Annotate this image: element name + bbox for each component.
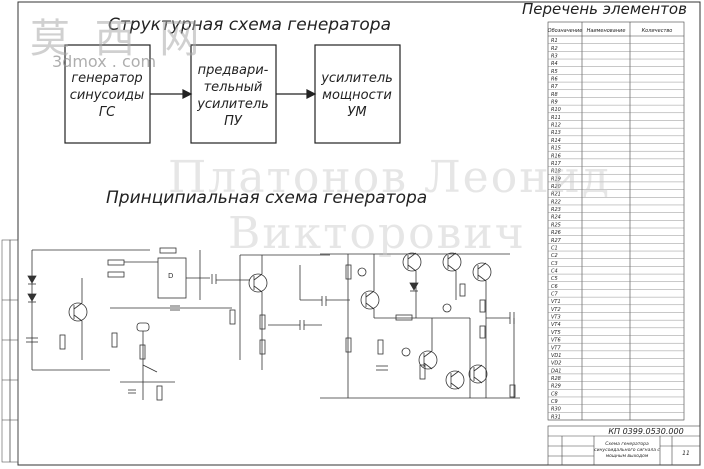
structural-title: Структурная схема генератора [108,15,391,35]
table-row: VT6 [551,338,561,344]
elements-table-headers: Обозначение Наименование Количество [548,28,673,34]
table-row: C5 [551,276,558,282]
table-row: R7 [551,84,558,90]
svg-text:генератор: генератор [71,71,142,86]
table-row: R28 [551,376,561,382]
table-row: R4 [551,61,558,67]
svg-text:УМ: УМ [347,105,366,120]
elements-list-title: Перечень элементов [522,0,687,18]
table-row: R9 [551,100,558,106]
svg-text:ПУ: ПУ [224,114,243,129]
table-row: VT4 [551,322,561,328]
title-block-sheet: 11 [682,450,690,457]
title-block [547,425,701,466]
table-row: R8 [551,92,558,98]
table-row: R18 [551,169,561,175]
svg-text:D: D [168,272,173,280]
table-row: R11 [551,115,561,121]
table-row: R17 [551,161,562,167]
table-row: R15 [551,146,561,152]
elements-table-rows: R1R2R3R4R5R6R7R8R9R10R11R12R13R14R15R16R… [548,38,684,420]
table-row: C4 [551,268,558,274]
svg-text:мощности: мощности [322,88,392,103]
svg-text:Наименование: Наименование [587,28,626,34]
block-arrows [150,89,317,99]
svg-text:синусоиды: синусоиды [70,88,145,103]
table-row: R12 [551,123,561,129]
svg-text:Количество: Количество [642,28,673,34]
table-row: C8 [551,391,558,397]
table-row: DA1 [551,368,561,374]
table-row: R26 [551,230,561,236]
svg-text:тельный: тельный [204,80,263,95]
table-row: C7 [551,292,558,298]
table-row: R24 [551,215,561,221]
table-row: VT2 [551,307,561,313]
svg-text:усилитель: усилитель [320,71,393,86]
table-row: R29 [551,384,561,390]
table-row: R5 [551,69,558,75]
table-row: R27 [551,238,562,244]
svg-text:ГС: ГС [99,105,116,120]
table-row: VT1 [551,299,561,305]
table-row: VD2 [551,361,561,367]
table-row: VT7 [551,345,561,351]
table-row: R2 [551,46,558,52]
table-row: R23 [551,207,561,213]
table-row: R25 [551,222,561,228]
frame-border [17,1,701,466]
elements-table [547,21,685,421]
table-row: VT5 [551,330,561,336]
title-block-name-3: мощным выходом [606,454,649,459]
table-row: R10 [551,107,561,113]
table-row: R3 [551,53,558,59]
schematic: D [26,247,520,401]
svg-text:предвари-: предвари- [198,63,269,78]
table-row: R22 [551,199,561,205]
table-row: R20 [551,184,561,190]
block-power-amp: усилитель мощности УМ [314,44,401,144]
table-row: C1 [551,245,558,251]
watermark-logo: 莫 西 网 [30,16,206,62]
watermark-url: 3dmox . com [52,52,157,71]
svg-text:Обозначение: Обозначение [548,28,583,34]
table-row: C3 [551,261,558,267]
table-row: R30 [551,407,561,413]
title-block-name-1: Схема генератора [605,441,649,447]
table-row: R6 [551,76,558,82]
table-row: R14 [551,138,561,144]
table-row: VD1 [551,353,561,359]
table-row: R19 [551,176,561,182]
table-row: R16 [551,153,561,159]
title-block-code: КП 0399.0530.000 [608,427,683,436]
table-row: R1 [551,38,558,44]
table-row: C9 [551,399,558,405]
table-row: VT3 [551,315,561,321]
title-block-name-2: синусоидального сигнала с [594,448,660,453]
principal-title: Принципиальная схема генератора [106,188,427,208]
svg-text:усилитель: усилитель [196,97,269,112]
table-row: R21 [551,192,561,198]
table-row: R13 [551,130,561,136]
table-row: C6 [551,284,558,290]
table-row: R31 [551,414,561,420]
margin-stamp [1,239,19,463]
table-row: C2 [551,253,558,259]
